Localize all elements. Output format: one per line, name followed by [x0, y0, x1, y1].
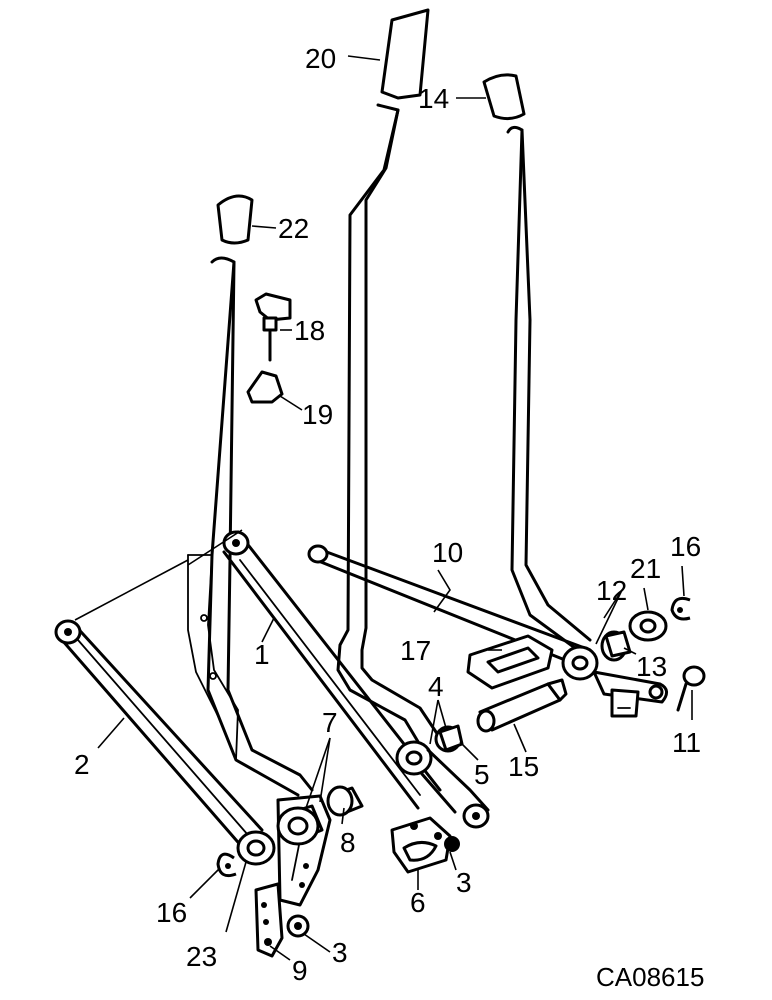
clip-16-right: [670, 596, 691, 621]
label-15: 15: [508, 751, 539, 782]
label-17: 17: [400, 635, 431, 666]
lever-middle: [336, 103, 442, 747]
washer-23: [236, 830, 276, 866]
label-23: 23: [186, 941, 217, 972]
link-1: [222, 530, 442, 810]
cylinder-15: [476, 678, 568, 733]
label-19: 19: [302, 399, 333, 430]
label-20: 20: [305, 43, 336, 74]
label-18: 18: [294, 315, 325, 346]
clip-16-left: [216, 852, 237, 878]
clamp-6: [390, 816, 452, 874]
label-14: 14: [418, 83, 449, 114]
label-9: 9: [292, 955, 308, 986]
nut-3-middle: [444, 836, 460, 852]
label-22: 22: [278, 213, 309, 244]
label-8: 8: [340, 827, 356, 858]
block-19: [246, 370, 284, 404]
pivot-right: [561, 645, 668, 718]
lever-right: [506, 125, 592, 650]
pivot-middle: [395, 740, 490, 829]
label-12: 12: [596, 575, 627, 606]
label-10: 10: [432, 537, 463, 568]
label-4: 4: [428, 671, 444, 702]
label-21: 21: [630, 553, 661, 584]
knob-20: [380, 8, 430, 100]
label-13: 13: [636, 651, 667, 682]
bushing-5: [434, 724, 464, 753]
label-1: 1: [254, 639, 270, 670]
label-3-lower: 3: [332, 937, 348, 968]
label-16-left: 16: [156, 897, 187, 928]
bushing-13: [600, 630, 632, 662]
label-16-right: 16: [670, 531, 701, 562]
bushing-7: [276, 804, 324, 846]
washer-21: [628, 610, 668, 642]
drawing-code: CA08615: [596, 962, 704, 992]
label-7: 7: [322, 707, 338, 738]
label-6: 6: [410, 887, 426, 918]
label-5: 5: [474, 759, 490, 790]
link-2: [54, 619, 264, 858]
switch-18: [254, 292, 292, 362]
label-11: 11: [672, 727, 701, 758]
label-3-middle: 3: [456, 867, 472, 898]
plate-17: [466, 634, 554, 690]
label-2: 2: [74, 749, 90, 780]
lever-left: [187, 256, 314, 797]
knob-14: [482, 73, 526, 121]
bolt-11: [676, 665, 706, 712]
bushing-8: [326, 785, 364, 817]
knob-22: [216, 194, 254, 245]
